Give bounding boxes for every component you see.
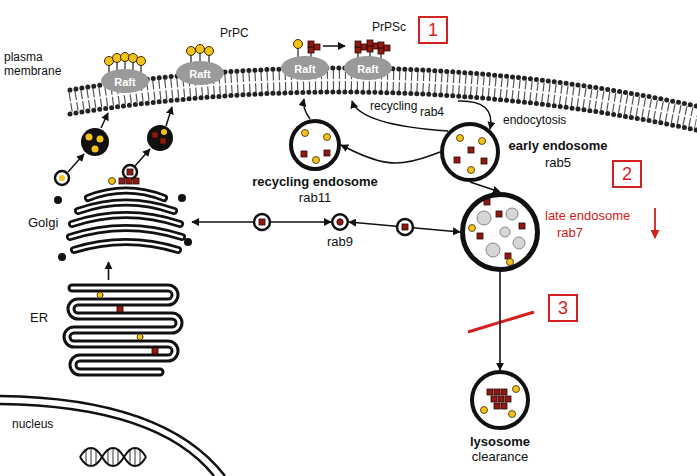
organelle-label: rab11	[299, 190, 331, 205]
annotation-label: nucleus	[12, 417, 53, 431]
transport-arrow	[108, 262, 110, 280]
organelle-label: ER	[30, 310, 48, 325]
text-position: recycling	[370, 99, 417, 113]
decrease-arrow	[654, 208, 656, 238]
annotation-label: PrPSc	[372, 20, 406, 34]
organelle-label: recycling endosome	[252, 174, 378, 189]
text-position: clearance	[450, 449, 550, 464]
annotation-label: PrPC	[220, 26, 249, 40]
text-position: PrPSc	[372, 20, 406, 34]
text-position: rab9	[310, 234, 370, 249]
text-position: nucleus	[12, 417, 53, 431]
recycling-endosome: recycling endosomerab11	[289, 119, 341, 171]
organelle-outline	[289, 119, 341, 171]
organelle-outline	[470, 370, 530, 430]
organelle-label: clearance	[472, 449, 528, 464]
organelle-outline	[460, 192, 540, 272]
organelle-membrane	[332, 214, 348, 230]
annotation-label: recycling	[370, 99, 417, 113]
callout-number-text: 3	[558, 297, 568, 319]
golgi-apparatus: Golgi	[25, 182, 192, 262]
text-position: lysosome	[450, 434, 550, 449]
organelle-label: early endosome	[509, 138, 608, 153]
text-position: early endosome	[502, 138, 614, 153]
transport-arrow	[470, 182, 500, 192]
golgi-stack	[54, 178, 192, 262]
text-position: rab4	[420, 105, 444, 119]
callout-number: 3	[548, 294, 578, 322]
text-position: Golgi	[28, 215, 78, 230]
lipid-raft: Raft	[101, 69, 148, 93]
transport-vesicles	[254, 214, 413, 235]
organelle-membrane	[291, 121, 339, 169]
organelle-label: rab9	[327, 234, 353, 249]
early-endosome: early endosomerab5	[440, 122, 500, 182]
text-position: recycling endosome	[245, 174, 385, 189]
transport-arrow	[341, 145, 440, 163]
organelle-membrane	[463, 195, 538, 270]
block-cross	[468, 312, 534, 332]
text-position: PrPC	[220, 26, 249, 40]
organelle-membrane	[472, 372, 528, 428]
text-position: ER	[30, 310, 60, 325]
plasma-membrane	[70, 68, 697, 130]
secretory-vesicles	[55, 107, 173, 185]
callout-number-text: 1	[428, 19, 438, 41]
annotation-label: plasma membrane	[4, 50, 70, 78]
organelle-label: rab5	[545, 155, 571, 170]
lipid-raft: Raft	[281, 56, 328, 80]
text-position: late endosome	[545, 208, 655, 223]
raft-label: Raft	[189, 68, 210, 81]
endoplasmic-reticulum	[67, 288, 179, 372]
organelle-outline	[440, 122, 500, 182]
nucleus-envelope	[0, 396, 225, 476]
lipid-raft: Raft	[176, 61, 223, 85]
text-position: rab5	[502, 155, 614, 170]
endoplasmic-reticulum: ER	[25, 280, 192, 392]
text-position: rab7	[557, 225, 617, 240]
rab9-vesicle: rab9	[331, 213, 349, 231]
organelle-label: rab7	[557, 225, 583, 240]
raft-label: Raft	[294, 63, 315, 76]
dna-helix	[80, 448, 146, 466]
text-position: rab11	[245, 190, 385, 205]
organelle-membrane	[442, 124, 498, 180]
organelle-label: late endosome	[545, 208, 630, 223]
organelle-outline	[331, 213, 349, 231]
late-endosome: late endosomerab7	[460, 192, 540, 272]
organelle-label: Golgi	[28, 215, 58, 230]
callout-number: 1	[418, 16, 448, 44]
text-position: plasma membrane	[4, 50, 70, 78]
organelle-label: lysosome	[470, 434, 530, 449]
raft-label: Raft	[114, 76, 135, 89]
callout-number-text: 2	[622, 163, 632, 185]
callout-number: 2	[612, 160, 642, 188]
lysosome: lysosomeclearance	[470, 370, 530, 430]
raft-label: Raft	[357, 63, 378, 76]
text-position: endocytosis	[503, 113, 566, 127]
annotation-label: endocytosis	[503, 113, 566, 127]
transport-arrow	[499, 272, 501, 370]
annotation-label: rab4	[420, 105, 444, 119]
lipid-raft: Raft	[344, 56, 391, 80]
